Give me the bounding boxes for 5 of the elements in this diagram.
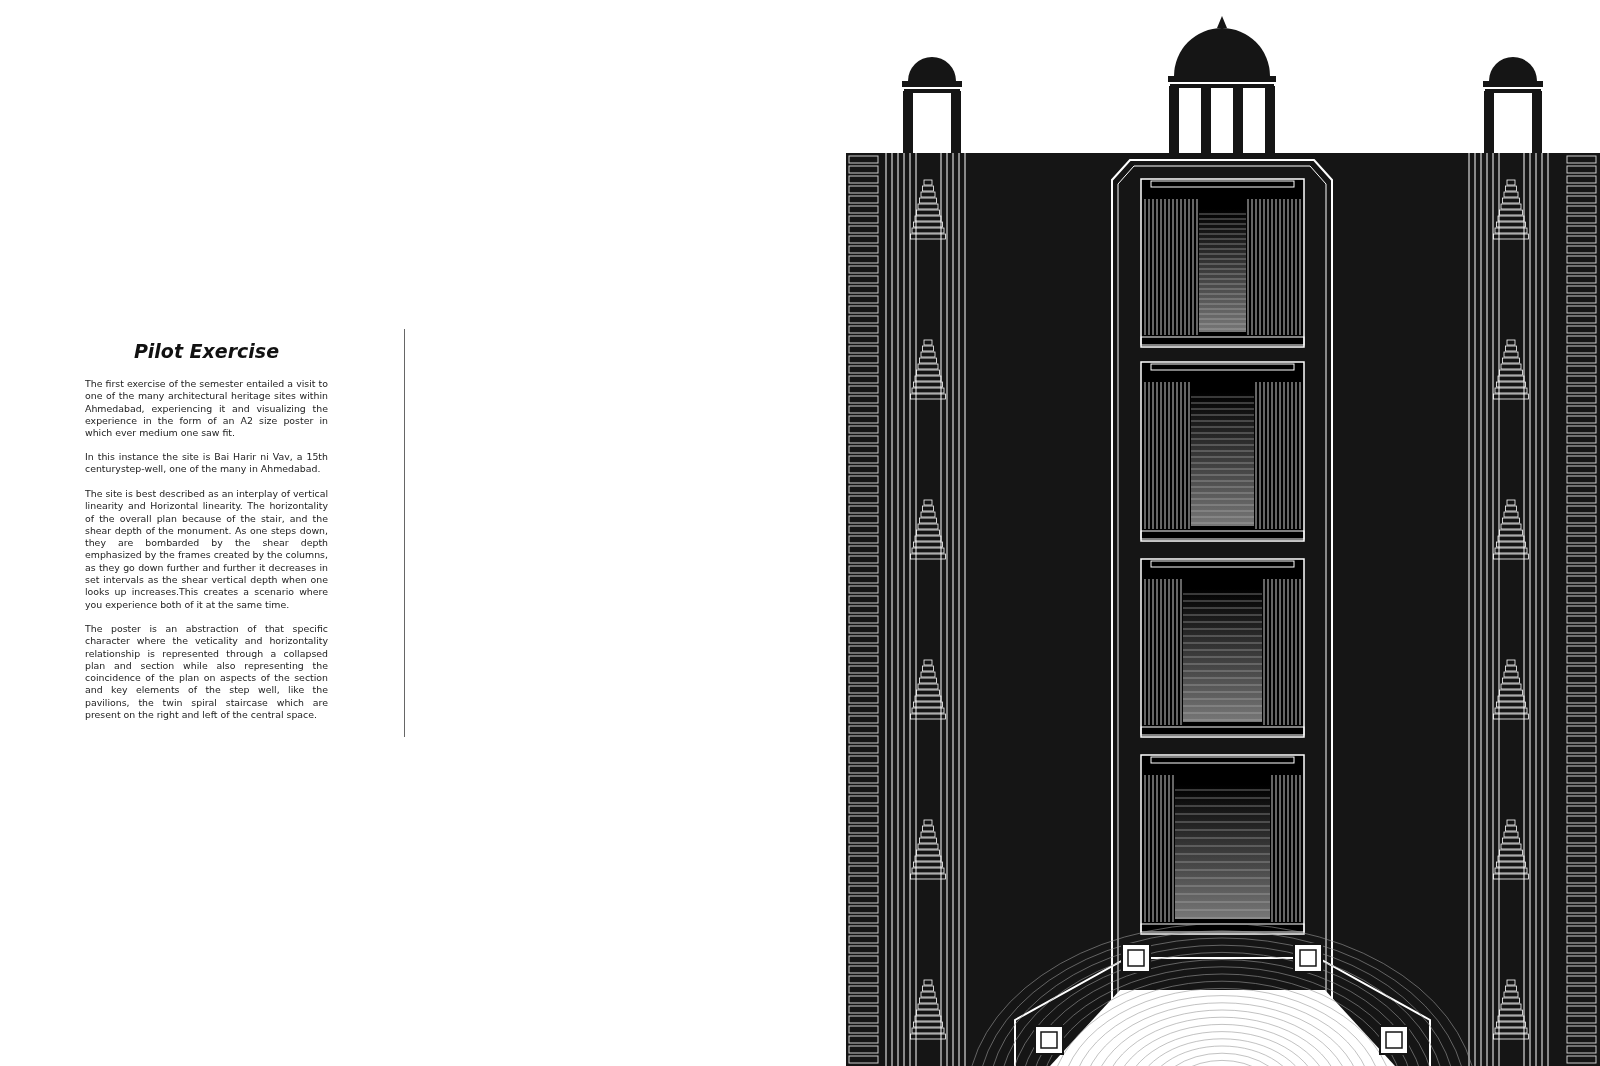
- poster-heading: Pilot Exercise: [132, 340, 281, 362]
- description-paragraph: The first exercise of the semester entailed a visit to one of the many architectural heritage sites within Ahmedabad, experiencing it and visualizing the experience in the form of an A2 size poster in which ever medium one saw fit.: [85, 378, 328, 440]
- description-paragraph: In this instance the site is Bai Harir ni Vav, a 15th centurystep-well, one of the many in Ahmedabad.: [85, 451, 328, 476]
- description-paragraph: The site is best described as an interplay of vertical linearity and Horizontal linearity. The horizontality of the overall plan because of the stair, and the shear depth of the monument. As one steps down, they are bombarded by the shear depth emphasized by the frames created by the columns, as they go down further and further it decreases in set intervals as the shear vertical depth when one looks up increases.This creates a scenario where you experience both of it at the same time.: [85, 488, 328, 611]
- description-paragraph: The poster is an abstraction of that specific character where the veticality and horizontality relationship is represented through a collapsed plan and section while also representing the coincidence of the plan on aspects of the section and key elements of the step well, like the pavilions, the twin spiral staircase which are present on the right and left of the central space.: [85, 623, 328, 722]
